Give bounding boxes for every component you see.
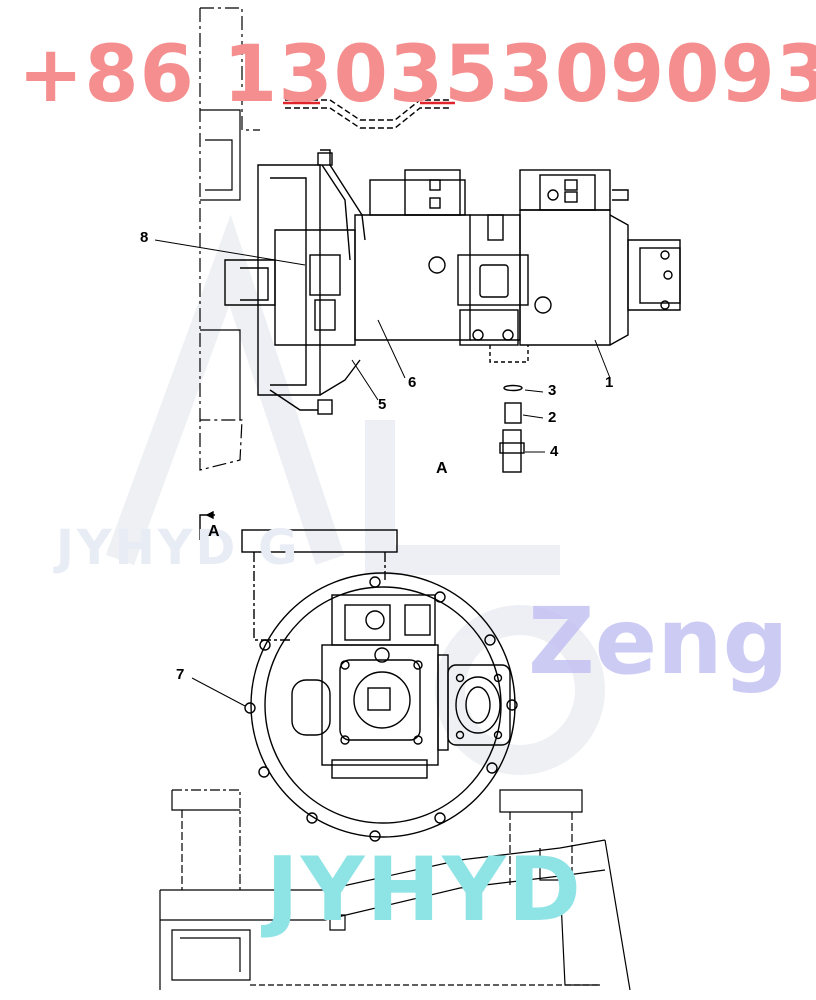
callout-5: 5 <box>378 396 387 413</box>
callout-6: 6 <box>408 374 417 391</box>
view-a-marker-label: A <box>208 523 220 540</box>
hose-line <box>285 99 450 129</box>
port-fittings <box>489 345 529 473</box>
callout-2: 2 <box>548 409 557 426</box>
phone-watermark: +86 13035309093 <box>18 30 816 120</box>
callout-4: 4 <box>550 443 559 460</box>
frame-outline <box>199 7 260 471</box>
housing-bolts <box>244 576 518 842</box>
jyhyd-watermark: JYHYD <box>266 838 583 941</box>
view-a-label: A <box>436 460 448 477</box>
pump-end-view <box>321 594 449 779</box>
housing-ring <box>250 572 516 838</box>
gear-pump <box>627 239 681 311</box>
view-a-marker <box>199 510 215 540</box>
leader-line-7 <box>191 677 246 707</box>
callout-7: 7 <box>176 666 185 683</box>
support-bracket <box>269 164 366 411</box>
regulator-valves <box>369 169 629 241</box>
zeng-watermark: Zeng <box>528 588 789 695</box>
top-bracket-view-a <box>241 529 398 641</box>
callout-8: 8 <box>140 229 149 246</box>
faint-text-watermark: JYHYD G <box>56 520 301 576</box>
main-pump-body <box>354 209 629 346</box>
chassis-frame <box>159 789 631 991</box>
leader-lines-top <box>154 239 611 453</box>
callout-3: 3 <box>548 382 557 399</box>
callout-1: 1 <box>605 374 614 391</box>
gear-pump-end-view <box>447 664 511 746</box>
